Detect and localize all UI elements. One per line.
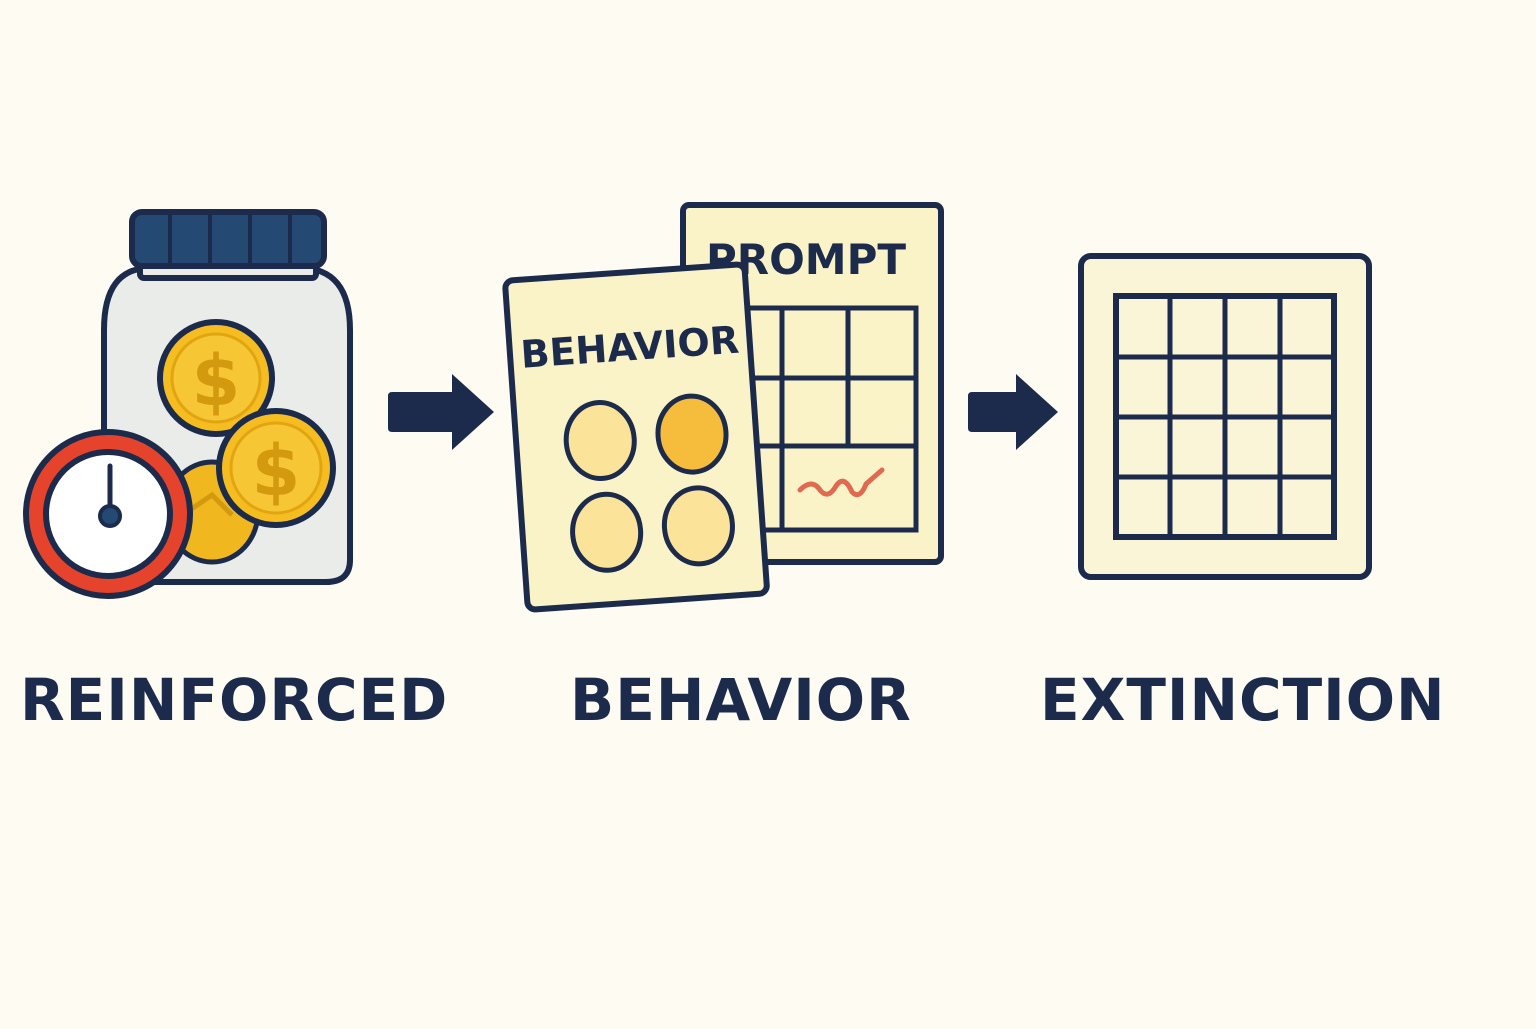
svg-text:$: $ (252, 430, 301, 512)
jar-lid (129, 209, 327, 269)
svg-text:$: $ (192, 340, 241, 422)
empty-grid-icon (1078, 253, 1372, 580)
stopwatch-icon (23, 429, 193, 599)
stage-label-extinction: EXTINCTION (1040, 666, 1446, 734)
squiggle-line (797, 467, 885, 498)
arrow-right-icon (968, 374, 1058, 450)
arrow-right-icon (388, 374, 494, 450)
coin-top: $ (157, 319, 275, 437)
coin-right: $ (216, 408, 336, 528)
behavior-card: BEHAVIOR (502, 261, 770, 613)
stage-label-behavior: BEHAVIOR (570, 666, 912, 734)
stage-label-reinforced: REINFORCED (20, 666, 449, 734)
coin-jar-with-stopwatch-icon: $ $ (23, 209, 353, 599)
behavior-and-prompt-cards-icon: PROMPT BEHAVIOR (502, 202, 944, 613)
